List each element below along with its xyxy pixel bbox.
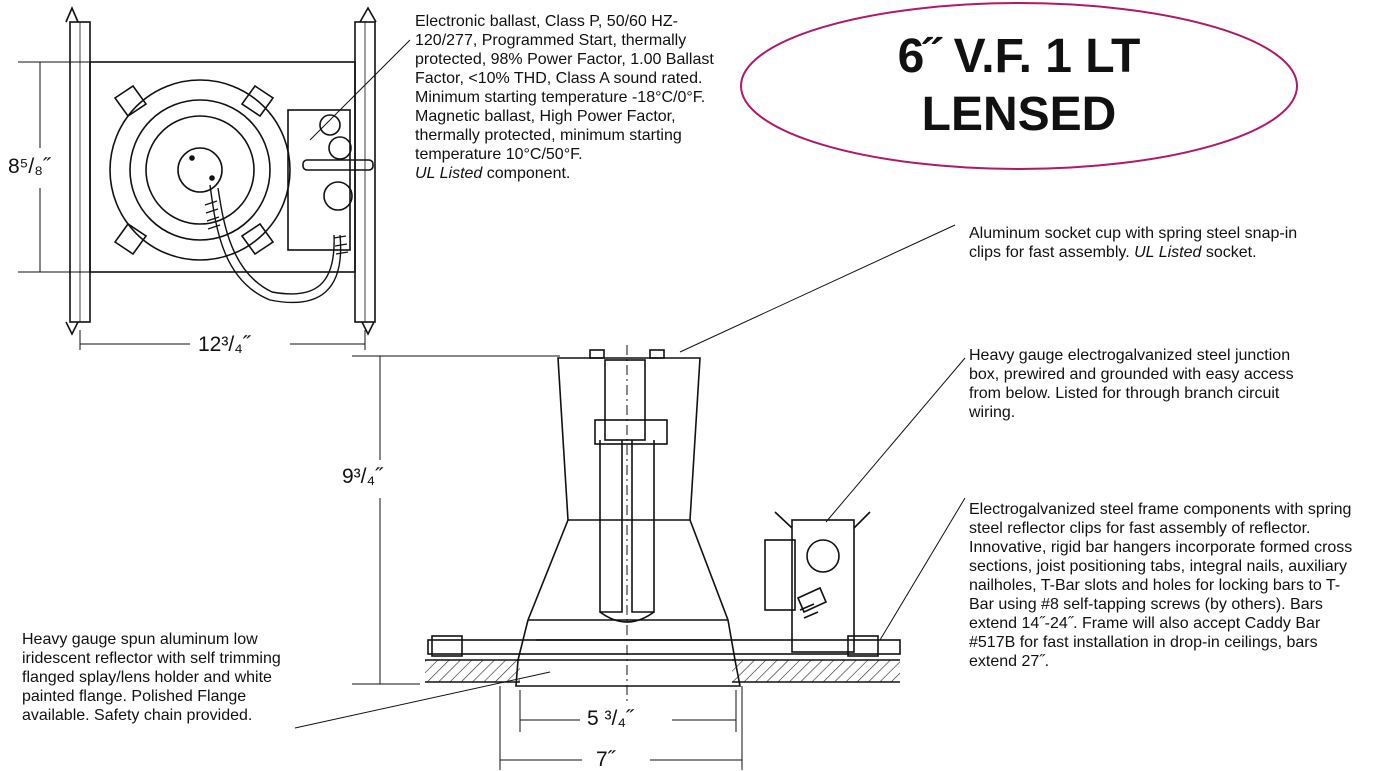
frame-note-text: Electrogalvanized steel frame components… — [969, 501, 1353, 670]
dimension-side-height: 9³/₄˝ — [338, 466, 387, 488]
reflector-note: Heavy gauge spun aluminum low iridescent… — [22, 630, 300, 725]
junction-box — [791, 519, 855, 653]
ballast-note-suffix: component. — [482, 165, 571, 182]
junction-note: Heavy gauge electrogalvanized steel junc… — [969, 346, 1314, 422]
ballast-note: Electronic ballast, Class P, 50/60 HZ-12… — [415, 12, 733, 183]
plan-view — [65, 5, 377, 336]
dimension-top-width: 12³/₄˝ — [194, 334, 254, 356]
plan-dimension-lines — [18, 61, 366, 350]
socket-note: Aluminum socket cup with spring steel sn… — [969, 224, 1314, 262]
dimension-overall: 7˝ — [592, 749, 619, 771]
frame-plate — [89, 61, 356, 273]
frame-note: Electrogalvanized steel frame components… — [969, 500, 1364, 671]
dimension-top-height: 8⁵/₈˝ — [4, 156, 54, 178]
leader-lines — [294, 39, 966, 729]
title-line-1: 6˝ V.F. 1 LT — [897, 30, 1141, 83]
ballast-note-text: Electronic ballast, Class P, 50/60 HZ-12… — [415, 13, 714, 106]
socket-cup — [557, 357, 701, 521]
elevation-dimension-lines — [352, 355, 743, 770]
dimension-aperture: 5 ³/₄˝ — [583, 708, 637, 730]
reflector-clips — [113, 84, 275, 256]
ballast-note-text2: Magnetic ballast, High Power Factor, the… — [415, 108, 682, 163]
title-line-2: LENSED — [921, 88, 1117, 141]
plan-junction-box — [287, 109, 351, 251]
elevation-view — [425, 345, 901, 705]
ballast-note-italic: UL Listed — [415, 165, 483, 182]
lamp — [599, 440, 623, 613]
socket-note-text: Aluminum socket cup with spring steel sn… — [969, 225, 1298, 261]
reflector-outer — [109, 79, 291, 261]
socket-note-italic: UL Listed — [1134, 244, 1202, 261]
junction-note-text: Heavy gauge electrogalvanized steel junc… — [969, 347, 1294, 421]
title-block: 6˝ V.F. 1 LT LENSED — [741, 24, 1297, 150]
reflector-note-text: Heavy gauge spun aluminum low iridescent… — [22, 631, 281, 724]
title-oval — [740, 2, 1298, 170]
socket-note-suffix: socket. — [1201, 244, 1257, 261]
